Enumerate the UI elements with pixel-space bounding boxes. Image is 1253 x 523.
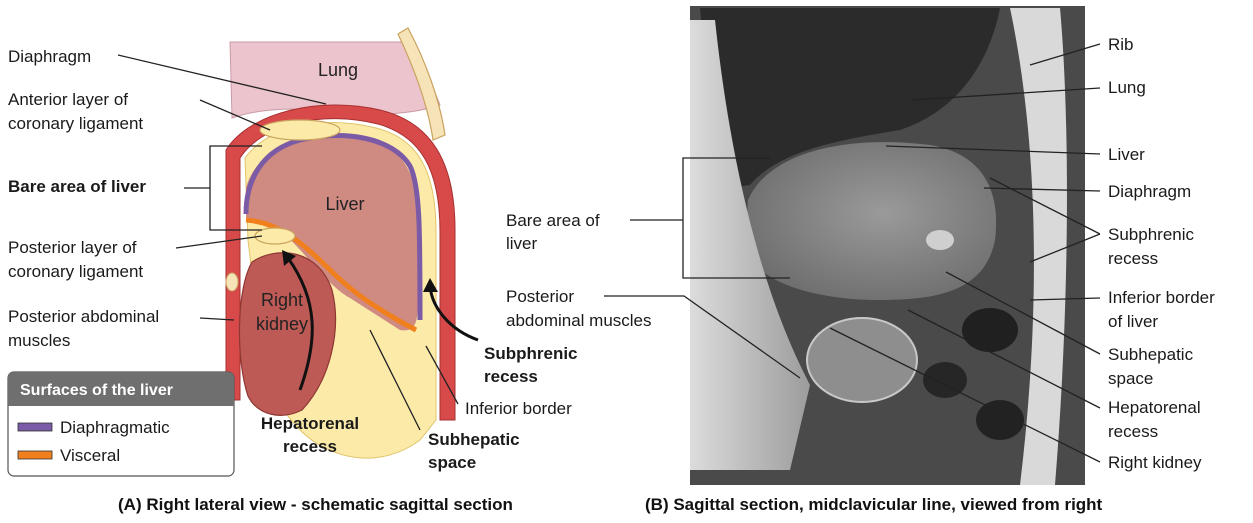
panel-b-mri: Bare area of liver Posterior abdominal m… (506, 6, 1215, 514)
mri-bowel-1 (962, 308, 1018, 352)
legend-title: Surfaces of the liver (20, 382, 173, 399)
label-posterior-b-2: abdominal muscles (506, 311, 652, 330)
label-subhepatic-b-2: space (1108, 369, 1153, 388)
panel-a-schematic: Lung Liver Right kidney Diaphragm Anteri… (8, 28, 578, 514)
label-subphrenic-2: recess (484, 367, 538, 386)
label-inferior-b-1: Inferior border (1108, 288, 1215, 307)
label-subhepatic-1: Subhepatic (428, 430, 520, 449)
label-anterior-layer-1: Anterior layer of (8, 90, 128, 109)
label-hepatorenal-b-1: Hepatorenal (1108, 398, 1201, 417)
label-subhepatic-b-1: Subhepatic (1108, 345, 1194, 364)
label-posterior-muscles-2: muscles (8, 331, 70, 350)
label-bare-area: Bare area of liver (8, 177, 146, 196)
mri-vessel (926, 230, 954, 250)
legend-swatch-diaphragmatic (18, 423, 52, 431)
label-anterior-layer-2: coronary ligament (8, 114, 143, 133)
organ-liver: Liver (325, 194, 364, 214)
legend-label-diaphragmatic: Diaphragmatic (60, 418, 170, 437)
label-bare-area-b-1: Bare area of (506, 211, 600, 230)
label-lung-b: Lung (1108, 78, 1146, 97)
label-posterior-b-1: Posterior (506, 287, 574, 306)
fat-nodule (226, 273, 238, 291)
label-subhepatic-2: space (428, 453, 476, 472)
label-kidney-b: Right kidney (1108, 453, 1202, 472)
label-inferior-b-2: of liver (1108, 312, 1158, 331)
label-posterior-layer-2: coronary ligament (8, 262, 143, 281)
label-rib: Rib (1108, 35, 1134, 54)
caption-panel-a: (A) Right lateral view - schematic sagit… (118, 495, 513, 514)
label-diaphragm-b: Diaphragm (1108, 182, 1191, 201)
label-hepatorenal-1: Hepatorenal (261, 414, 359, 433)
legend-label-visceral: Visceral (60, 446, 120, 465)
organ-kidney-2: kidney (256, 314, 308, 334)
legend: Surfaces of the liver Diaphragmatic Visc… (8, 372, 234, 476)
label-subphrenic-b-1: Subphrenic (1108, 225, 1195, 244)
mri-liver-region (745, 142, 996, 300)
label-posterior-layer-1: Posterior layer of (8, 238, 137, 257)
organ-kidney-1: Right (261, 290, 303, 310)
anterior-coronary-fold (260, 120, 340, 140)
caption-panel-b: (B) Sagittal section, midclavicular line… (645, 495, 1103, 514)
label-bare-area-b-2: liver (506, 234, 538, 253)
legend-swatch-visceral (18, 451, 52, 459)
label-inferior-border: Inferior border (465, 399, 572, 418)
label-hepatorenal-b-2: recess (1108, 422, 1158, 441)
label-diaphragm: Diaphragm (8, 47, 91, 66)
label-subphrenic-b-2: recess (1108, 249, 1158, 268)
label-hepatorenal-2: recess (283, 437, 337, 456)
label-liver-b: Liver (1108, 145, 1145, 164)
label-posterior-muscles-1: Posterior abdominal (8, 307, 159, 326)
organ-lung: Lung (318, 60, 358, 80)
label-subphrenic-1: Subphrenic (484, 344, 578, 363)
mri-kidney-region (807, 318, 917, 402)
